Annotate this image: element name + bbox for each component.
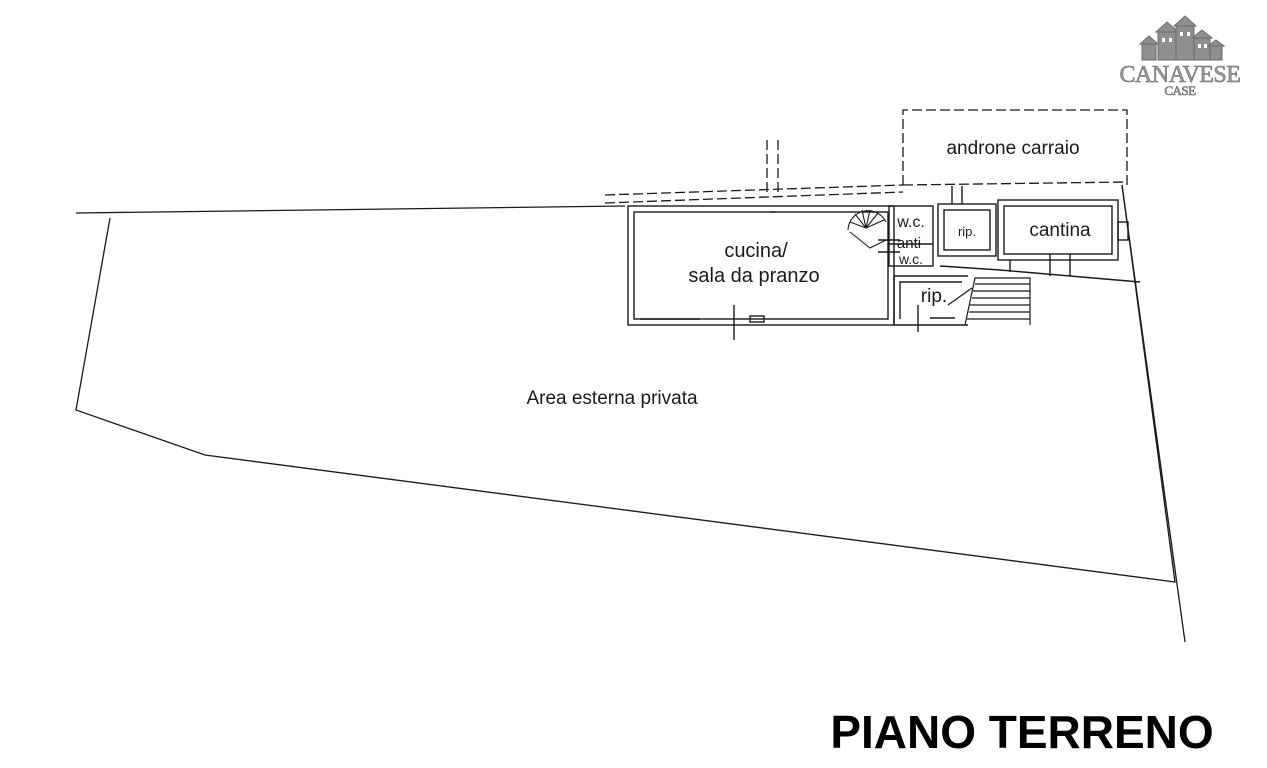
room-label-wc-top: w.c.: [896, 214, 925, 231]
room-label-anti: anti: [897, 235, 921, 252]
room-label-cucina: cucina/: [724, 240, 788, 262]
room-label-sala-da-pranzo: sala da pranzo: [688, 265, 819, 287]
logo-sub-text: CASE: [1164, 83, 1196, 98]
room-label-cantina: cantina: [1029, 220, 1091, 241]
room-label-androne: androne carraio: [946, 138, 1079, 159]
stairs: [947, 277, 1031, 326]
building-walls: [627, 186, 1141, 340]
area-label: Area esterna privata: [526, 388, 698, 409]
spiral-staircase: [847, 209, 887, 249]
page-title: PIANO TERRENO: [830, 706, 1213, 758]
dashed-outlines: [604, 109, 1128, 204]
room-label-wc-bottom: w.c.: [898, 251, 923, 267]
room-label-rip-lower: rip.: [921, 286, 947, 307]
houses-icon: [1138, 15, 1226, 61]
plot-boundary: [75, 184, 1186, 643]
logo-brand-text: CANAVESE: [1120, 62, 1241, 88]
brand-logo: CANAVESE CASE: [1119, 15, 1241, 98]
room-label-rip-small: rip.: [958, 224, 976, 239]
